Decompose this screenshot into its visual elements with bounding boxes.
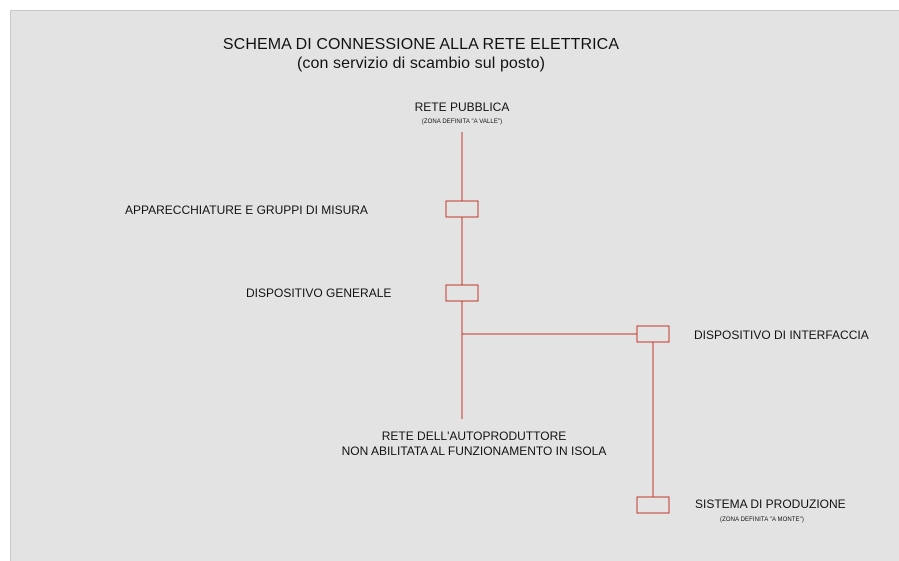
main-device-label: DISPOSITIVO GENERALE: [246, 286, 392, 300]
main-device-box: [445, 284, 479, 302]
self-producer-grid-line2: NON ABILITATA AL FUNZIONAMENTO IN ISOLA: [341, 444, 607, 458]
connection-diagram: [445, 132, 670, 514]
diagram-title: SCHEMA DI CONNESSIONE ALLA RETE ELETTRIC…: [222, 36, 620, 53]
metering-box: [445, 200, 479, 218]
production-system-label: SISTEMA DI PRODUZIONE: [695, 497, 846, 511]
interface-device-label: DISPOSITIVO DI INTERFACCIA: [694, 328, 869, 342]
interface-device-box: [636, 325, 670, 343]
metering-label: APPARECCHIATURE E GRUPPI DI MISURA: [125, 203, 368, 217]
diagram-subtitle: (con servizio di scambio sul posto): [296, 55, 546, 72]
production-system-box: [636, 496, 670, 514]
public-grid-label: RETE PUBBLICA: [414, 100, 510, 114]
production-system-note: (ZONA DEFINITA "A MONTE"): [720, 517, 804, 523]
diagram-canvas: SCHEMA DI CONNESSIONE ALLA RETE ELETTRIC…: [10, 10, 899, 561]
self-producer-grid-line1: RETE DELL'AUTOPRODUTTORE: [381, 429, 567, 443]
public-grid-note: (ZONA DEFINITA "A VALLE"): [421, 119, 503, 125]
